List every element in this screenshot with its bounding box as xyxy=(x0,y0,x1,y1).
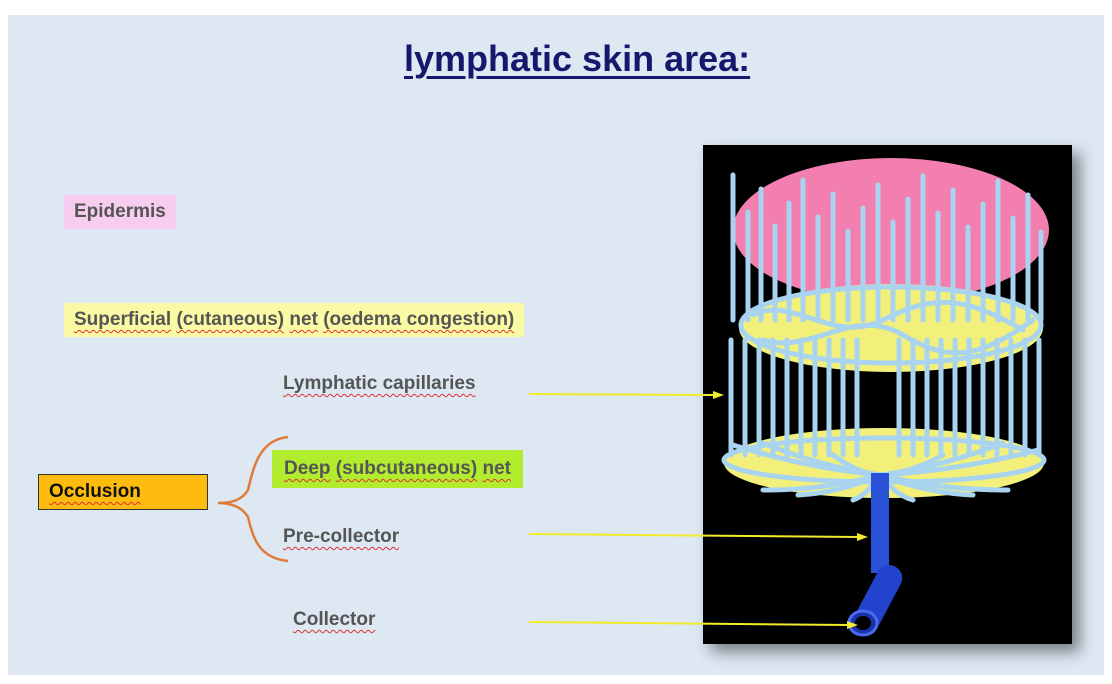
pre-collector-arrow xyxy=(529,533,868,541)
occlusion-brace xyxy=(218,437,288,561)
collector-arrow xyxy=(529,621,858,629)
capillaries-arrow xyxy=(529,391,724,399)
